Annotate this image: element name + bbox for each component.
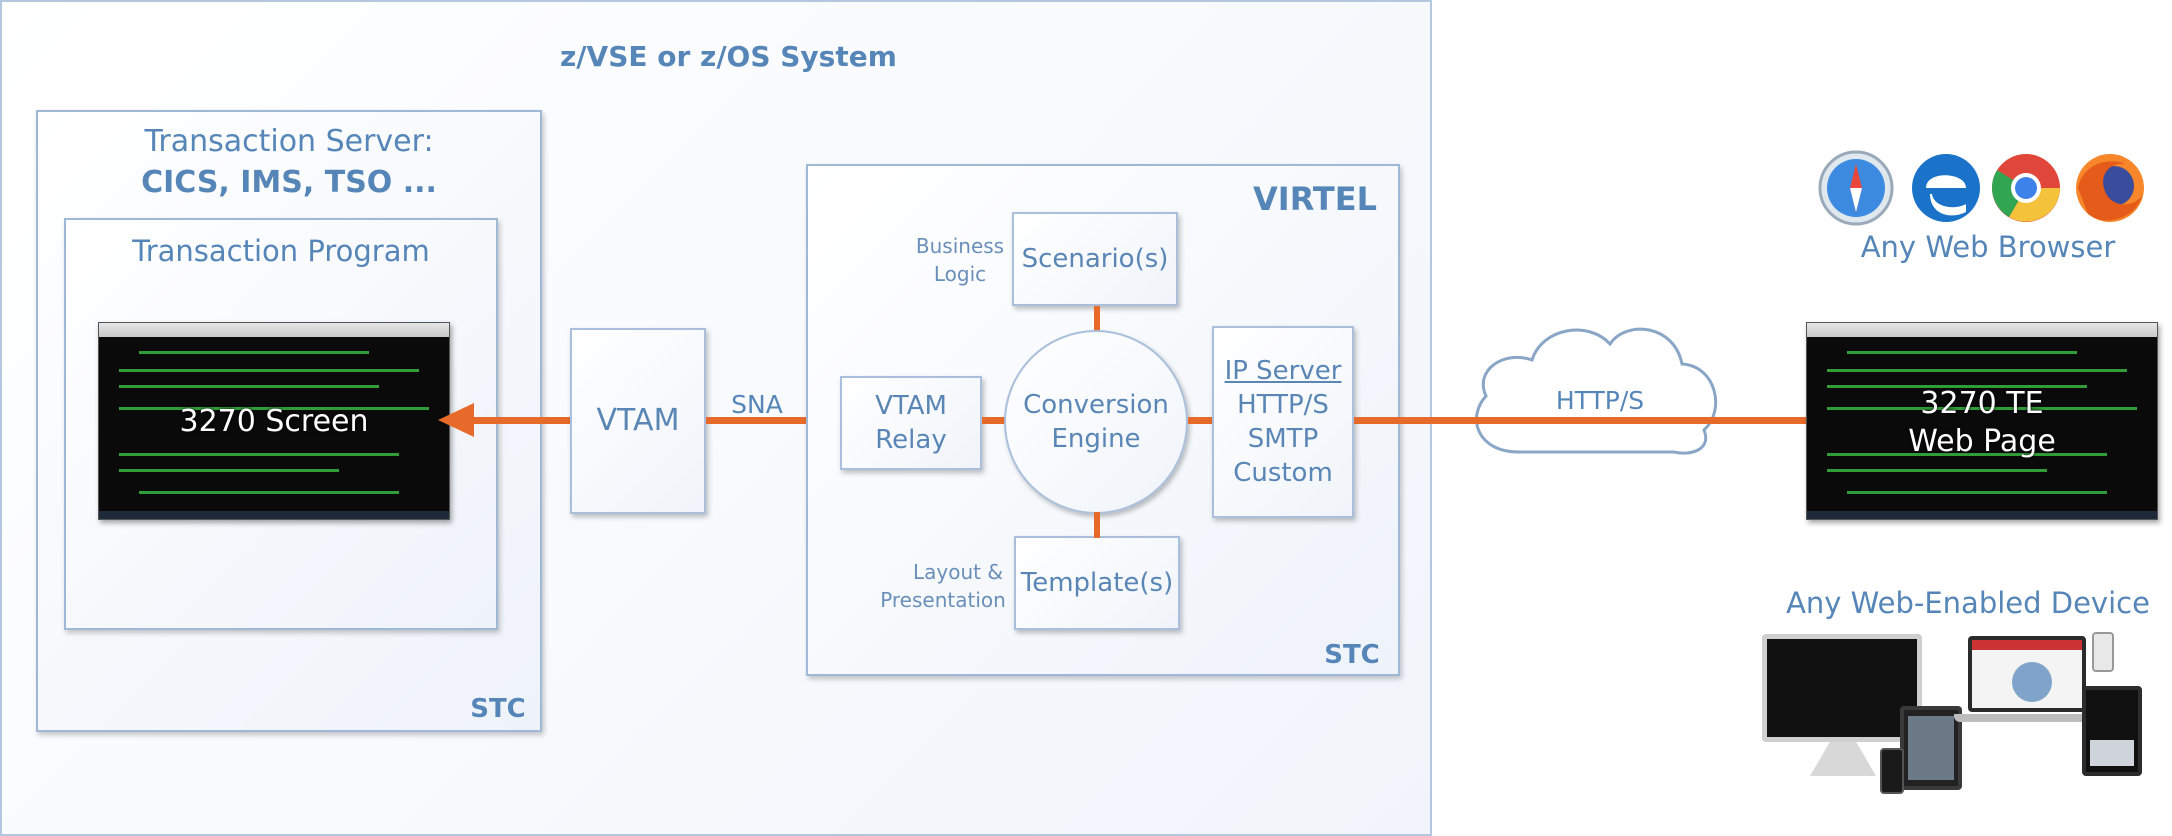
vtam-relay-label-line1: VTAM [875,391,947,421]
cloud-arrow-overlay [1462,417,1732,424]
tablet-screen [1908,716,1954,780]
vtam-label: VTAM [596,403,680,438]
laptop-base [1954,714,2100,722]
virtel-title: VIRTEL [1253,180,1377,218]
engine-ipserver-connector [1188,417,1212,424]
conversion-engine-label-line1: Conversion [1023,390,1169,420]
cloud-label: HTTP/S [1555,386,1645,415]
tablet-icon [2082,686,2142,776]
web-page-caption-line2: Web Page [1908,424,2056,459]
terminal-line [119,469,339,472]
sna-connection-line [706,417,840,424]
sna-arrow-line [470,417,570,424]
monitor-stand [1810,742,1876,776]
ip-server-protocol-smtp: SMTP [1247,424,1319,454]
virtel-stc: STC [1324,640,1380,670]
terminal-line [139,491,399,494]
terminal-line [1827,453,2107,456]
sna-label: SNA [731,390,783,419]
conversion-engine-circle: Conversion Engine [1004,330,1188,514]
relay-engine-connector [982,417,1006,424]
template-box: Template(s) [1014,536,1180,630]
template-label: Template(s) [1020,568,1174,598]
safari-icon [1818,150,1894,226]
terminal-line [119,407,429,410]
terminal-line [1767,645,1887,647]
scenario-label: Scenario(s) [1021,244,1169,274]
web-page-caption-line1: 3270 TE [1920,386,2044,421]
ip-server-box: IP Server HTTP/S SMTP Custom [1212,326,1354,518]
window-titlebar [99,323,449,337]
business-logic-label-line2: Logic [933,262,987,286]
scenario-box: Scenario(s) [1012,212,1178,306]
3270-screen-image: 3270 Screen [98,322,450,520]
laptop-screen-header [1972,640,2082,650]
ip-server-protocol-https: HTTP/S [1237,390,1329,420]
terminal-line [2086,692,2120,694]
terminal-line [1827,369,2127,372]
arrow-head-left-icon [438,403,474,437]
conversion-engine-label-line2: Engine [1051,424,1141,454]
terminal-line [1847,491,2107,494]
terminal-line [119,385,379,388]
taskbar [99,511,449,519]
vtam-relay-box: VTAM Relay [840,376,982,470]
phone-icon [2092,632,2114,672]
chrome-icon [1991,154,2060,222]
web-page-screen-image: 3270 TE Web Page [1806,322,2158,520]
engine-template-connector [1094,512,1100,538]
terminal-line [1827,407,2137,410]
edge-icon [1912,154,1980,222]
any-web-device-label: Any Web-Enabled Device [1786,586,2150,620]
tablet-icon [1900,706,1962,790]
any-web-browser-label: Any Web Browser [1860,230,2116,264]
terminal-line [1827,385,2087,388]
transaction-server-title: Transaction Server: [144,124,434,159]
layout-label-line2: Presentation [880,588,1006,612]
layout-label-line1: Layout & [913,560,1003,584]
ip-server-protocol-custom: Custom [1233,458,1333,488]
laptop-screen-figure [2012,662,2052,702]
scenario-engine-connector [1094,306,1100,332]
transaction-program-title: Transaction Program [132,234,430,268]
transaction-server-subtitle: CICS, IMS, TSO ... [141,165,437,200]
laptop-icon [1968,636,2086,712]
system-title: z/VSE or z/OS System [560,40,897,73]
3270-screen-caption: 3270 Screen [179,404,369,439]
transaction-server-stc: STC [470,694,526,724]
terminal-line [119,369,419,372]
terminal-line [1827,469,2047,472]
ip-server-title: IP Server [1224,356,1342,386]
vtam-box: VTAM [570,328,706,514]
business-logic-label-line1: Business [915,234,1005,258]
phone-icon [1880,748,1904,794]
terminal-line [1847,351,2077,354]
tablet-keys [2090,740,2134,766]
firefox-icon [2076,154,2144,222]
terminal-line [139,351,369,354]
vtam-relay-label-line2: Relay [875,425,947,455]
devices-illustration [1750,630,2160,830]
browser-titlebar [1807,323,2157,337]
terminal-line [119,453,399,456]
taskbar [1807,511,2157,519]
monitor-icon [1762,634,1922,742]
